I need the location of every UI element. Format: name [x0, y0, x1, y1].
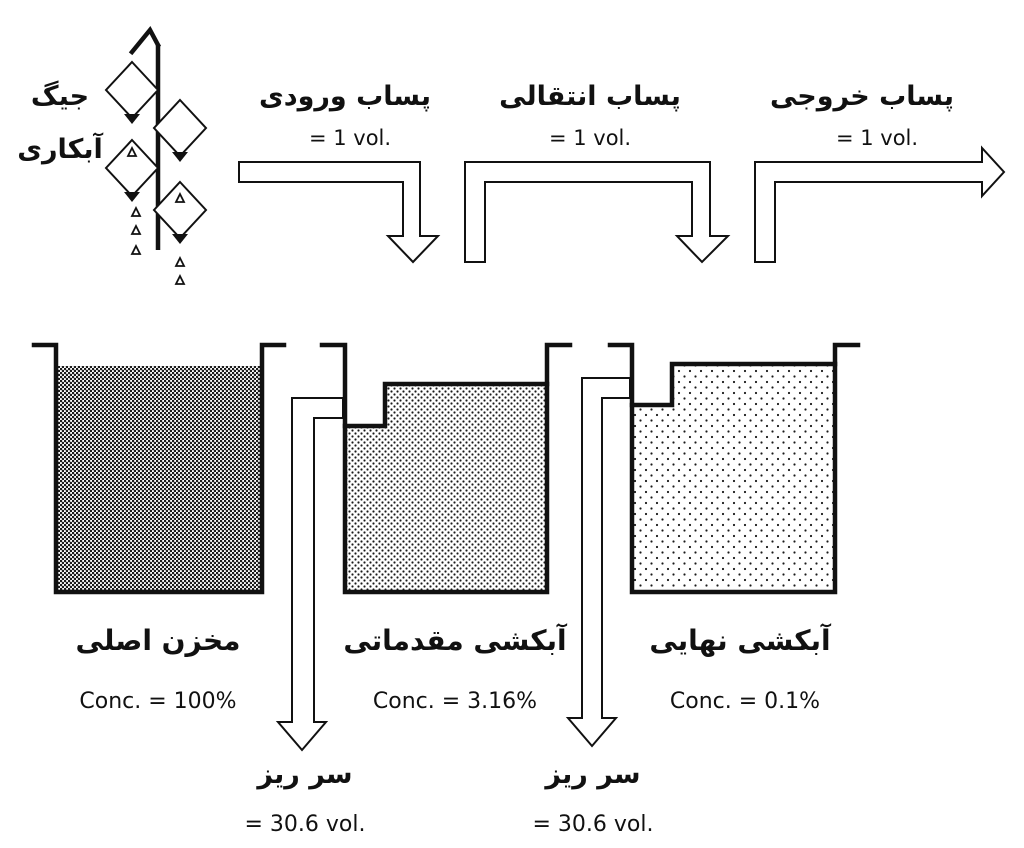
inlet-flow-volume: = 1 vol.	[309, 126, 391, 150]
inlet-flow-arrow	[238, 161, 441, 264]
outlet-flow-title: پساب خروجی	[770, 81, 954, 112]
overflow-1-title: سر ریز	[255, 759, 352, 790]
transfer-flow-title: پساب انتقالی	[499, 81, 681, 112]
pre-rinse-tank-name: آبکشی مقدماتی	[343, 623, 568, 657]
overflow-arrow-1	[275, 397, 344, 752]
final-rinse-tank-conc: Conc. = 0.1%	[670, 689, 820, 714]
main-tank-name: مخزن اصلی	[76, 624, 241, 657]
main-tank-conc: Conc. = 100%	[79, 689, 236, 714]
final-rinse-tank	[607, 342, 861, 595]
outlet-flow-volume: = 1 vol.	[836, 126, 918, 150]
jig-label-line2: آبکاری	[17, 132, 103, 165]
jig-label-line1: جیگ	[31, 80, 89, 112]
main-tank	[31, 342, 287, 595]
pre-rinse-tank	[319, 342, 573, 595]
overflow-2-title: سر ریز	[543, 759, 640, 790]
outlet-flow-arrow	[754, 145, 1006, 263]
overflow-1-volume: = 30.6 vol.	[245, 812, 366, 837]
transfer-flow-volume: = 1 vol.	[549, 126, 631, 150]
overflow-2-volume: = 30.6 vol.	[533, 812, 654, 837]
pre-rinse-tank-conc: Conc. = 3.16%	[373, 689, 537, 714]
final-rinse-tank-name: آبکشی نهایی	[649, 623, 832, 657]
inlet-flow-title: پساب ورودی	[259, 81, 431, 112]
overflow-arrow-2	[565, 377, 631, 748]
transfer-flow-arrow	[464, 161, 731, 264]
plating-jig-icon: جیگ آبکاری	[17, 25, 208, 285]
